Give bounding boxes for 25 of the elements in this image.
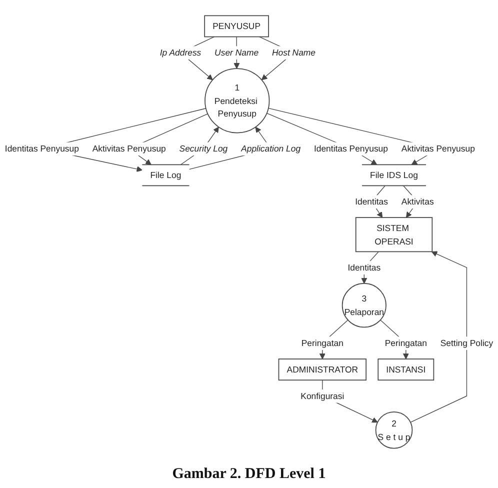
node-box: SISTEM OPERASI (355, 217, 433, 252)
edge-label: Identitas (348, 262, 381, 272)
figure-caption: Gambar 2. DFD Level 1 (172, 465, 326, 484)
node-circle: 1 Pendeteksi Penyusup (204, 68, 270, 134)
edge-label: Identitas Penyusup (4, 144, 79, 154)
edge-label: Host Name (272, 47, 316, 58)
edge-label: Identitas Penyusup (314, 144, 388, 154)
edge-label: Identitas (355, 196, 388, 206)
edge-label: Aktivitas (401, 196, 434, 206)
edge-label: Aktivitas Penyusup (401, 144, 475, 154)
edge-label: Application Log (241, 144, 301, 154)
node-box: PENYUSUP (204, 15, 269, 38)
node-box: ADMINISTRATOR (278, 358, 366, 381)
edge-label: User Name (214, 47, 259, 58)
node-box: INSTANSI (378, 358, 434, 381)
arrow (410, 251, 468, 423)
edge-label: Peringatan (384, 338, 427, 348)
node-circle: 2 S e t u p (375, 411, 413, 449)
edge-label: Konfigurasi (300, 390, 344, 401)
edge-label: Security Log (179, 144, 228, 154)
edge-label: Peringatan (301, 338, 344, 348)
edge-label: Aktivitas Penyusup (92, 144, 166, 154)
edge-label: Setting Policy (440, 338, 494, 348)
edge-label: Ip Address (160, 47, 202, 58)
node-circle: 3 Pelaporan (342, 283, 386, 328)
